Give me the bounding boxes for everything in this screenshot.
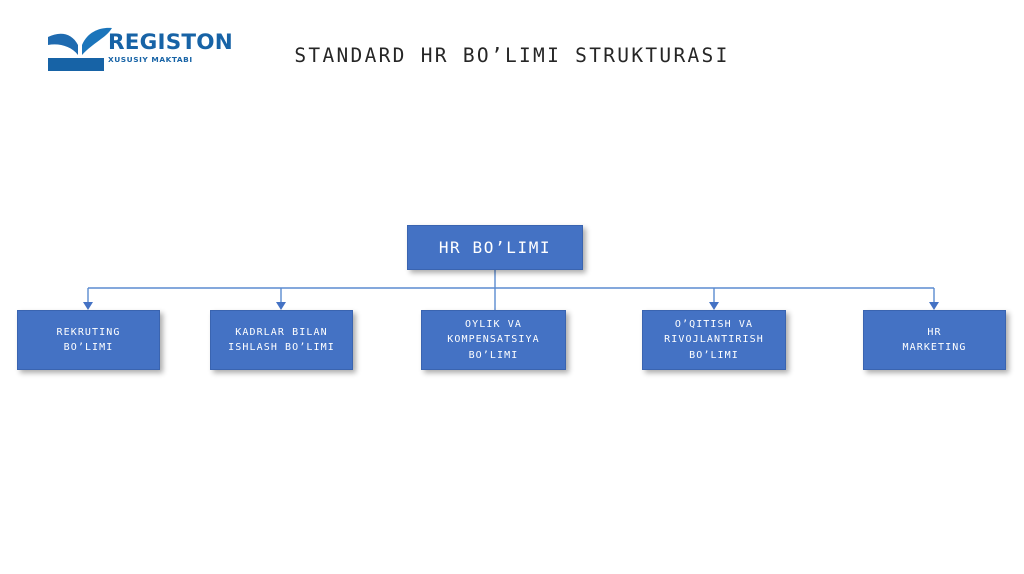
org-node-rekruting-bolimi[interactable]: REKRUTING BO’LIMI: [17, 310, 160, 370]
arrowhead-4: [929, 302, 939, 310]
logo-subtitle: XUSUSIY MAKTABI: [108, 55, 193, 64]
logo-wordmark: REGISTON XUSUSIY MAKTABI: [108, 30, 233, 72]
arrowhead-3: [709, 302, 719, 310]
arrowhead-1: [276, 302, 286, 310]
org-node-root[interactable]: HR BO’LIMI: [407, 225, 583, 270]
registon-logo: REGISTON XUSUSIY MAKTABI: [46, 26, 233, 76]
connector-arrowheads: [83, 302, 939, 310]
org-node-label: KADRLAR BILAN ISHLASH BO’LIMI: [228, 326, 335, 354]
org-node-oylik-va-kompensatsiya-bolimi[interactable]: OYLIK VA KOMPENSATSIYA BO’LIMI: [421, 310, 566, 370]
org-node-hr-marketing[interactable]: HR MARKETING: [863, 310, 1006, 370]
org-node-root-label: HR BO’LIMI: [438, 237, 552, 257]
org-node-label: REKRUTING BO’LIMI: [56, 326, 121, 354]
org-node-label: O’QITISH VA RIVOJLANTIRISH BO’LIMI: [664, 318, 764, 361]
org-node-label: HR MARKETING: [902, 326, 967, 354]
logo-name: REGISTON: [108, 30, 233, 55]
open-book-wings-icon: [46, 26, 114, 74]
org-node-kadrlar-bilan-ishlash-bolimi[interactable]: KADRLAR BILAN ISHLASH BO’LIMI: [210, 310, 353, 370]
org-node-oqitish-va-rivojlantirish-bolimi[interactable]: O’QITISH VA RIVOJLANTIRISH BO’LIMI: [642, 310, 786, 370]
arrowhead-0: [83, 302, 93, 310]
page-title: STANDARD HR BO’LIMI STRUKTURASI: [294, 44, 730, 67]
org-node-label: OYLIK VA KOMPENSATSIYA BO’LIMI: [447, 318, 540, 361]
